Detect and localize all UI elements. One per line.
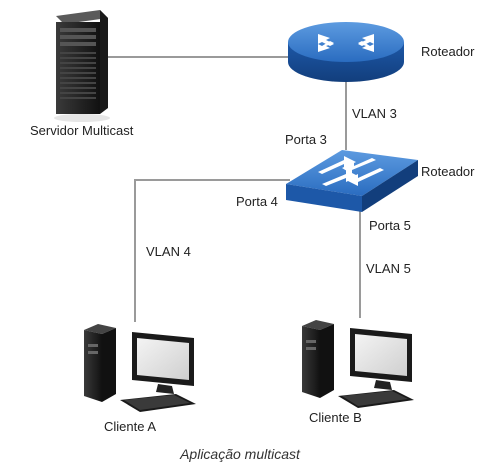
porta3-label: Porta 3 (285, 132, 327, 147)
desktop-computer-icon (84, 324, 196, 412)
figure-caption: Aplicação multicast (180, 446, 300, 462)
router-icon (288, 22, 404, 82)
router-label: Roteador (421, 44, 475, 59)
switch-icon (286, 150, 418, 212)
switch-label: Roteador (421, 164, 475, 179)
link-switch-clientA (134, 179, 290, 322)
server-tower-icon (54, 10, 110, 122)
client-b-label: Cliente B (309, 410, 362, 425)
vlan5-label: VLAN 5 (366, 261, 411, 276)
server-label: Servidor Multicast (30, 123, 134, 138)
porta4-label: Porta 4 (236, 194, 278, 209)
links (108, 56, 361, 322)
desktop-computer-icon (302, 320, 414, 408)
vlan4-label: VLAN 4 (146, 244, 191, 259)
porta5-label: Porta 5 (369, 218, 411, 233)
client-a-label: Cliente A (104, 419, 157, 434)
vlan3-label: VLAN 3 (352, 106, 397, 121)
